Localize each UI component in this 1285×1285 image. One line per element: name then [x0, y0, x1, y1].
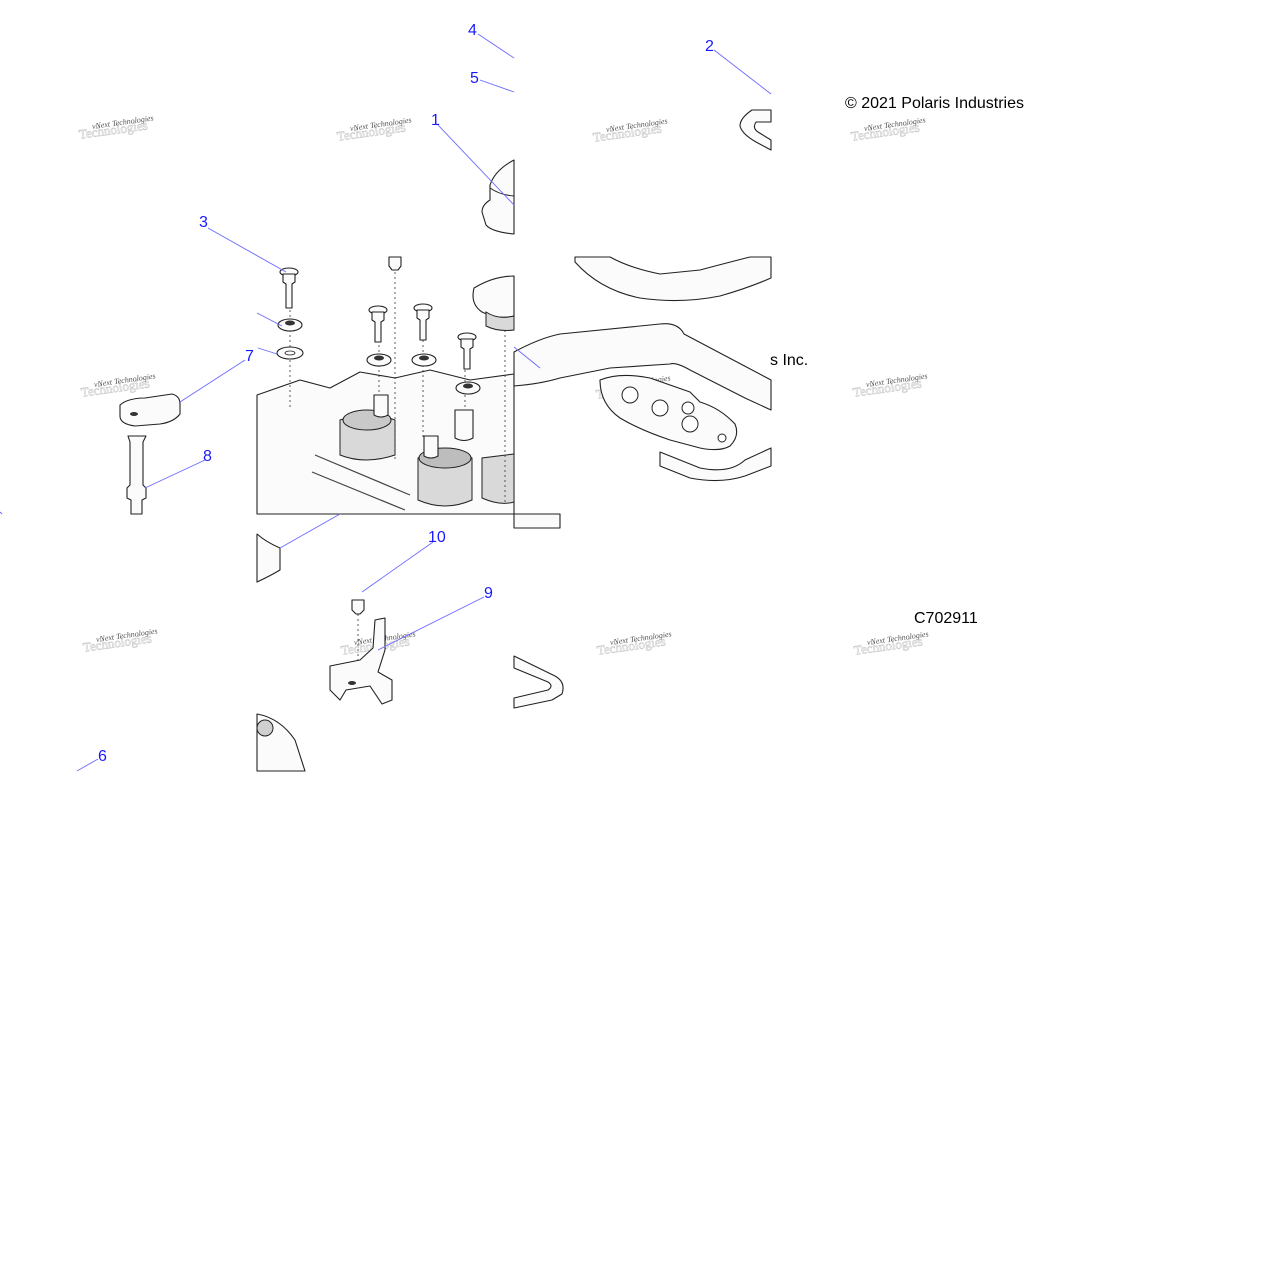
grommet	[277, 318, 303, 332]
leader-lines	[0, 33, 772, 772]
callout-9: 9	[484, 585, 493, 602]
callouts: 1 2 3 4 5 6 7 8 9 10	[98, 22, 714, 765]
callout-3: 3	[199, 214, 208, 231]
grommet	[366, 353, 392, 367]
mounting-bracket	[329, 599, 393, 705]
grommet	[411, 353, 437, 367]
valve-cover-gasket	[513, 256, 772, 482]
gasket-corner-fragment	[739, 109, 772, 151]
bolt	[413, 303, 433, 341]
grommet	[455, 381, 481, 395]
callout-2: 2	[705, 38, 714, 55]
callout-8: 8	[203, 448, 212, 465]
valve-cover-assembly	[256, 256, 515, 515]
stud	[126, 435, 147, 515]
callout-5: 5	[470, 70, 479, 87]
copyright-text: © 2021 Polaris Industries	[845, 95, 1024, 112]
callout-10: 10	[428, 529, 446, 546]
callout-7: 7	[245, 348, 254, 365]
insulator-block	[119, 393, 181, 427]
callout-4: 4	[468, 22, 477, 39]
copyright-text-continued: s Inc.	[770, 352, 808, 369]
bolt	[279, 267, 299, 309]
callout-1: 1	[431, 112, 440, 129]
oil-cap-fragment-top	[481, 159, 515, 235]
gasket-fragment-lower	[513, 513, 564, 709]
bolt	[368, 305, 388, 343]
bolt	[457, 332, 477, 370]
lower-cover-fragment	[256, 533, 306, 772]
diagram-code: C702911	[914, 610, 978, 627]
callout-6: 6	[98, 748, 107, 765]
oil-fill-cap	[472, 275, 515, 331]
